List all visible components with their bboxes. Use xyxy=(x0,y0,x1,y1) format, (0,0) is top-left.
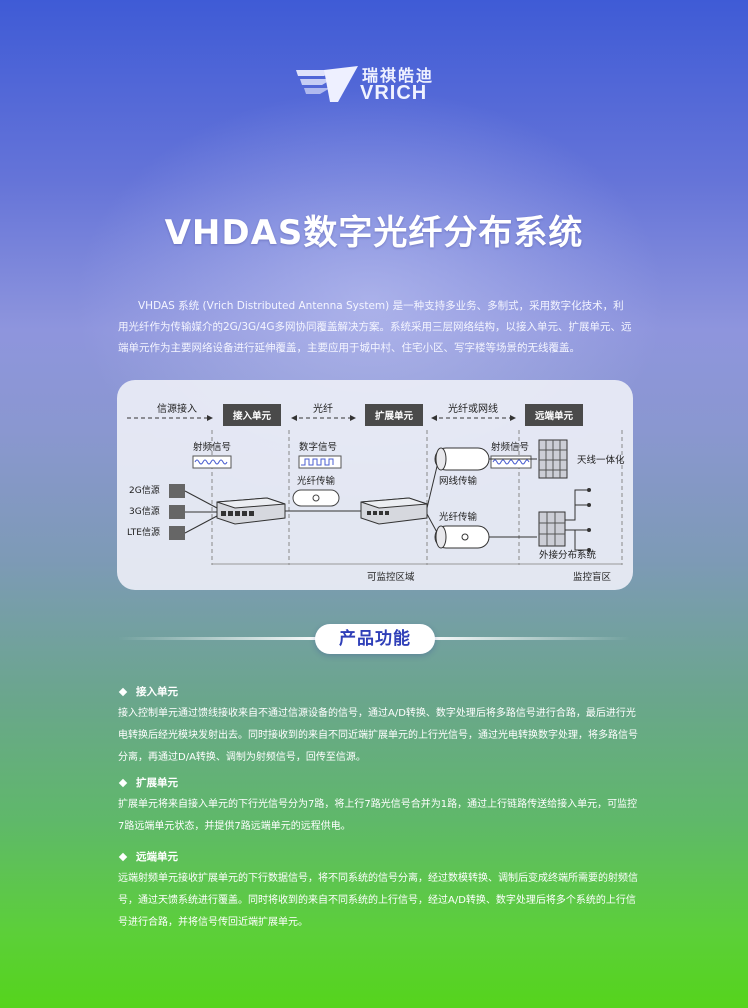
feature-text: 扩展单元将来自接入单元的下行光信号分为7路，将上行7路光信号合并为1路，通过上行… xyxy=(118,799,638,832)
page-title: VHDAS数字光纤分布系统 xyxy=(164,213,584,253)
rf-wave-icon xyxy=(192,455,232,469)
feature-heading: 接入单元 xyxy=(118,683,638,701)
logo-wing-icon xyxy=(296,66,358,102)
unit-access-box xyxy=(223,404,281,426)
feature-title: 扩展单元 xyxy=(136,777,178,789)
unit-remote-box xyxy=(525,404,583,426)
antenna-nodes-icon xyxy=(587,488,591,552)
label-lte-source: LTE信源 xyxy=(127,526,160,538)
brand-logo: 瑞祺皓迪 VRICH xyxy=(294,62,459,106)
label-rf-signal-right: 射频信号 xyxy=(491,441,529,453)
label-fiber-transmission-left: 光纤传输 xyxy=(297,475,336,487)
label-2g-source: 2G信源 xyxy=(129,484,160,496)
source-box-2g xyxy=(169,484,185,498)
label-antenna-integrated: 天线一体化 xyxy=(577,454,625,466)
label-3g-source: 3G信源 xyxy=(129,505,160,517)
label-blind-zone: 监控盲区 xyxy=(573,571,612,583)
feature-text: 接入控制单元通过馈线接收来自不通过信源设备的信号，通过A/D转换、数字处理后将多… xyxy=(118,708,638,763)
label-fiber-or-net: 光纤或网线 xyxy=(448,402,498,415)
feature-heading: 远端单元 xyxy=(118,848,638,866)
label-fiber-transmission-right: 光纤传输 xyxy=(439,511,478,523)
external-distribution-unit xyxy=(538,511,566,547)
logo-english-name: VRICH xyxy=(360,82,428,104)
feature-heading: 扩展单元 xyxy=(118,774,638,792)
feature-title: 远端单元 xyxy=(136,851,178,863)
intro-paragraph: VHDAS 系统 (Vrich Distributed Antenna Syst… xyxy=(118,300,632,354)
system-diagram-svg: 信源接入 接入单元 光纤 扩展单元 光纤或网线 远端单元 射频信号 数字信号 光… xyxy=(127,402,625,583)
unit-remote-label: 远端单元 xyxy=(535,410,574,422)
label-rf-signal-left: 射频信号 xyxy=(193,441,231,453)
source-box-3g xyxy=(169,505,185,519)
feature-expand-unit: 扩展单元 扩展单元将来自接入单元的下行光信号分为7路，将上行7路光信号合并为1路… xyxy=(118,774,638,838)
section-divider-right xyxy=(430,637,630,640)
unit-access-label: 接入单元 xyxy=(233,410,272,422)
feature-remote-unit: 远端单元 远端射频单元接收扩展单元的下行数据信号，将不同系统的信号分离，经过数模… xyxy=(118,848,638,934)
feature-access-unit: 接入单元 接入控制单元通过馈线接收来自不通过信源设备的信号，通过A/D转换、数字… xyxy=(118,683,638,769)
feature-title: 接入单元 xyxy=(136,686,178,698)
source-box-lte xyxy=(169,526,185,540)
unit-expand-box xyxy=(365,404,423,426)
label-external-distribution: 外接分布系统 xyxy=(539,549,597,561)
label-fiber: 光纤 xyxy=(313,402,333,415)
diamond-bullet-icon xyxy=(118,778,128,788)
diamond-bullet-icon xyxy=(118,687,128,697)
label-digital-signal: 数字信号 xyxy=(299,441,337,453)
label-net-transmission: 网线传输 xyxy=(439,475,478,487)
system-diagram: 信源接入 接入单元 光纤 扩展单元 光纤或网线 远端单元 射频信号 数字信号 光… xyxy=(117,380,633,590)
label-monitor-zone: 可监控区域 xyxy=(367,571,415,583)
diamond-bullet-icon xyxy=(118,852,128,862)
section-divider-left xyxy=(118,637,318,640)
section-title-pill: 产品功能 xyxy=(315,624,435,654)
unit-expand-label: 扩展单元 xyxy=(375,410,414,422)
label-source-input: 信源接入 xyxy=(157,402,197,415)
logo-chinese-name: 瑞祺皓迪 xyxy=(362,66,435,85)
fiber-spool-icon xyxy=(292,489,340,507)
feature-text: 远端射频单元接收扩展单元的下行数据信号，将不同系统的信号分离，经过数模转换、调制… xyxy=(118,873,638,928)
